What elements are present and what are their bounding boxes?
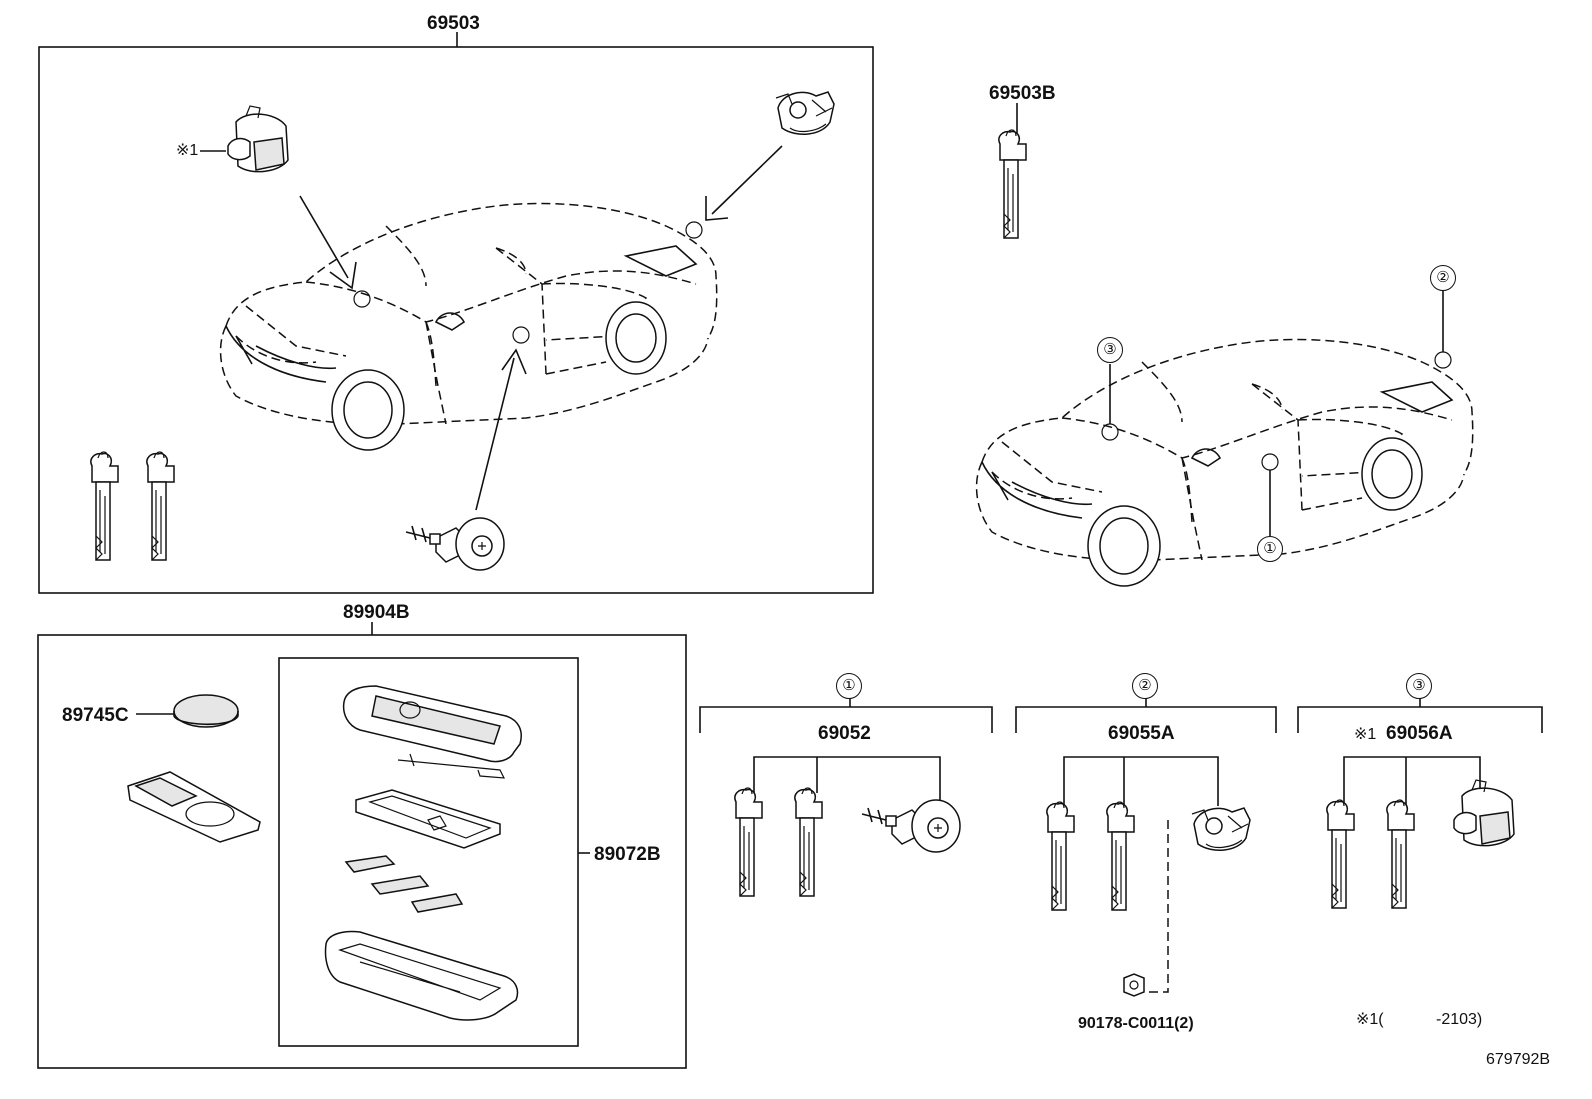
part-number-89904b: 89904B [343,602,410,623]
set-marker-1: ① [836,673,862,699]
note-mark-ignition: ※1 [176,142,199,159]
part-number-69056a: 69056A [1386,723,1453,744]
part-number-89072b: 89072B [594,844,661,865]
location-callout-3: ③ [1097,337,1123,363]
part-number-69503: 69503 [427,13,480,34]
footnote-range: -2103) [1436,1011,1483,1028]
part-number-69055a: 69055A [1108,723,1175,744]
part-number-89745c: 89745C [62,705,129,726]
part-number-69052: 69052 [818,723,871,744]
footnote-mark: ※1( [1356,1011,1384,1028]
set-marker-2: ② [1132,673,1158,699]
figure-id: 679792B [1486,1051,1551,1068]
part-number-69503b: 69503B [989,83,1056,104]
location-callout-1: ① [1257,536,1283,562]
location-callout-2: ② [1430,265,1456,291]
note-mark-set-3: ※1 [1354,726,1377,743]
set-marker-3: ③ [1406,673,1432,699]
part-number-90178-c0011: 90178-C0011(2) [1078,1015,1194,1032]
